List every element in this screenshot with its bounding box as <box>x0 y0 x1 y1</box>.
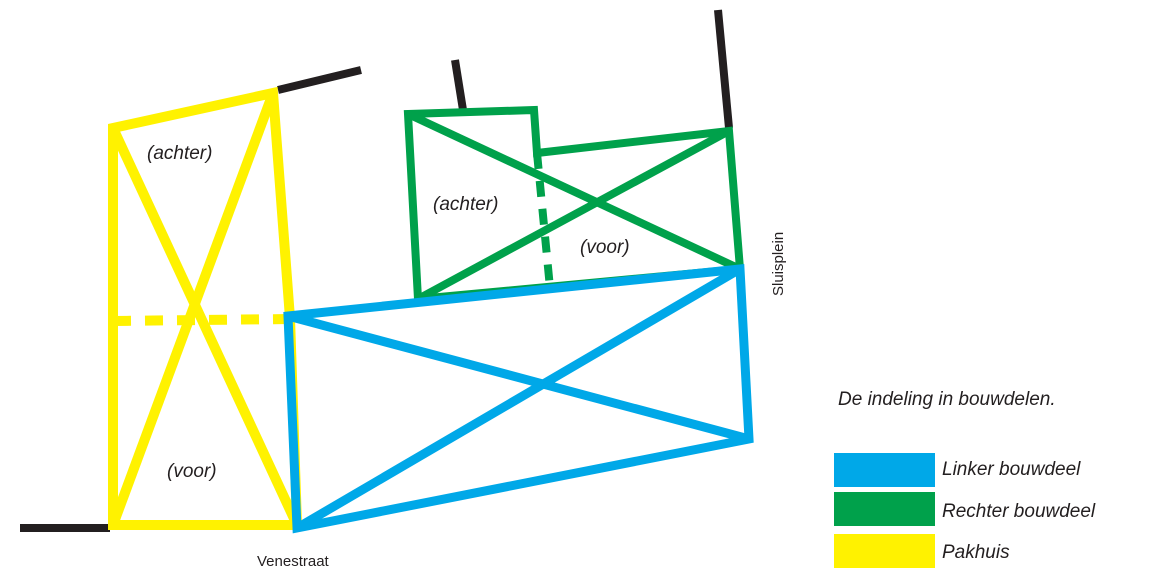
rechter-diagonal-1 <box>406 110 742 273</box>
rechter-achter-label: (achter) <box>433 194 499 215</box>
pakhuis-voor-label: (voor) <box>167 461 217 482</box>
pakhuis-diagonal-2 <box>108 91 278 527</box>
legend-swatch-rechter <box>834 492 935 526</box>
legend-swatch-pakhuis <box>834 534 935 568</box>
rechter-voor-label: (voor) <box>580 237 630 258</box>
legend-swatch-linker <box>834 453 935 487</box>
street-label-venestraat: Venestraat <box>257 553 329 570</box>
wall-stub-top-right <box>714 9 733 129</box>
pakhuis-achter-label: (achter) <box>147 143 213 164</box>
existing-walls <box>20 9 733 532</box>
legend-label-rechter: Rechter bouwdeel <box>942 501 1096 522</box>
wall-stub-top-pakhuis <box>277 66 362 94</box>
rechter-diagonal-2 <box>416 127 731 303</box>
legend-label-pakhuis: Pakhuis <box>942 542 1010 563</box>
legend-title: De indeling in bouwdelen. <box>838 389 1056 410</box>
rechter-divider-dotted <box>533 152 554 289</box>
legend-label-linker: Linker bouwdeel <box>942 459 1081 480</box>
pakhuis-diagonal-1 <box>108 125 302 528</box>
linker-diagonal-2 <box>294 265 743 532</box>
street-label-sluisplein: Sluisplein <box>770 231 787 296</box>
wall-stub-top-rechter <box>451 59 467 111</box>
linker-diagonal-1 <box>286 311 751 444</box>
linker-bouwdeel-section <box>283 264 754 534</box>
